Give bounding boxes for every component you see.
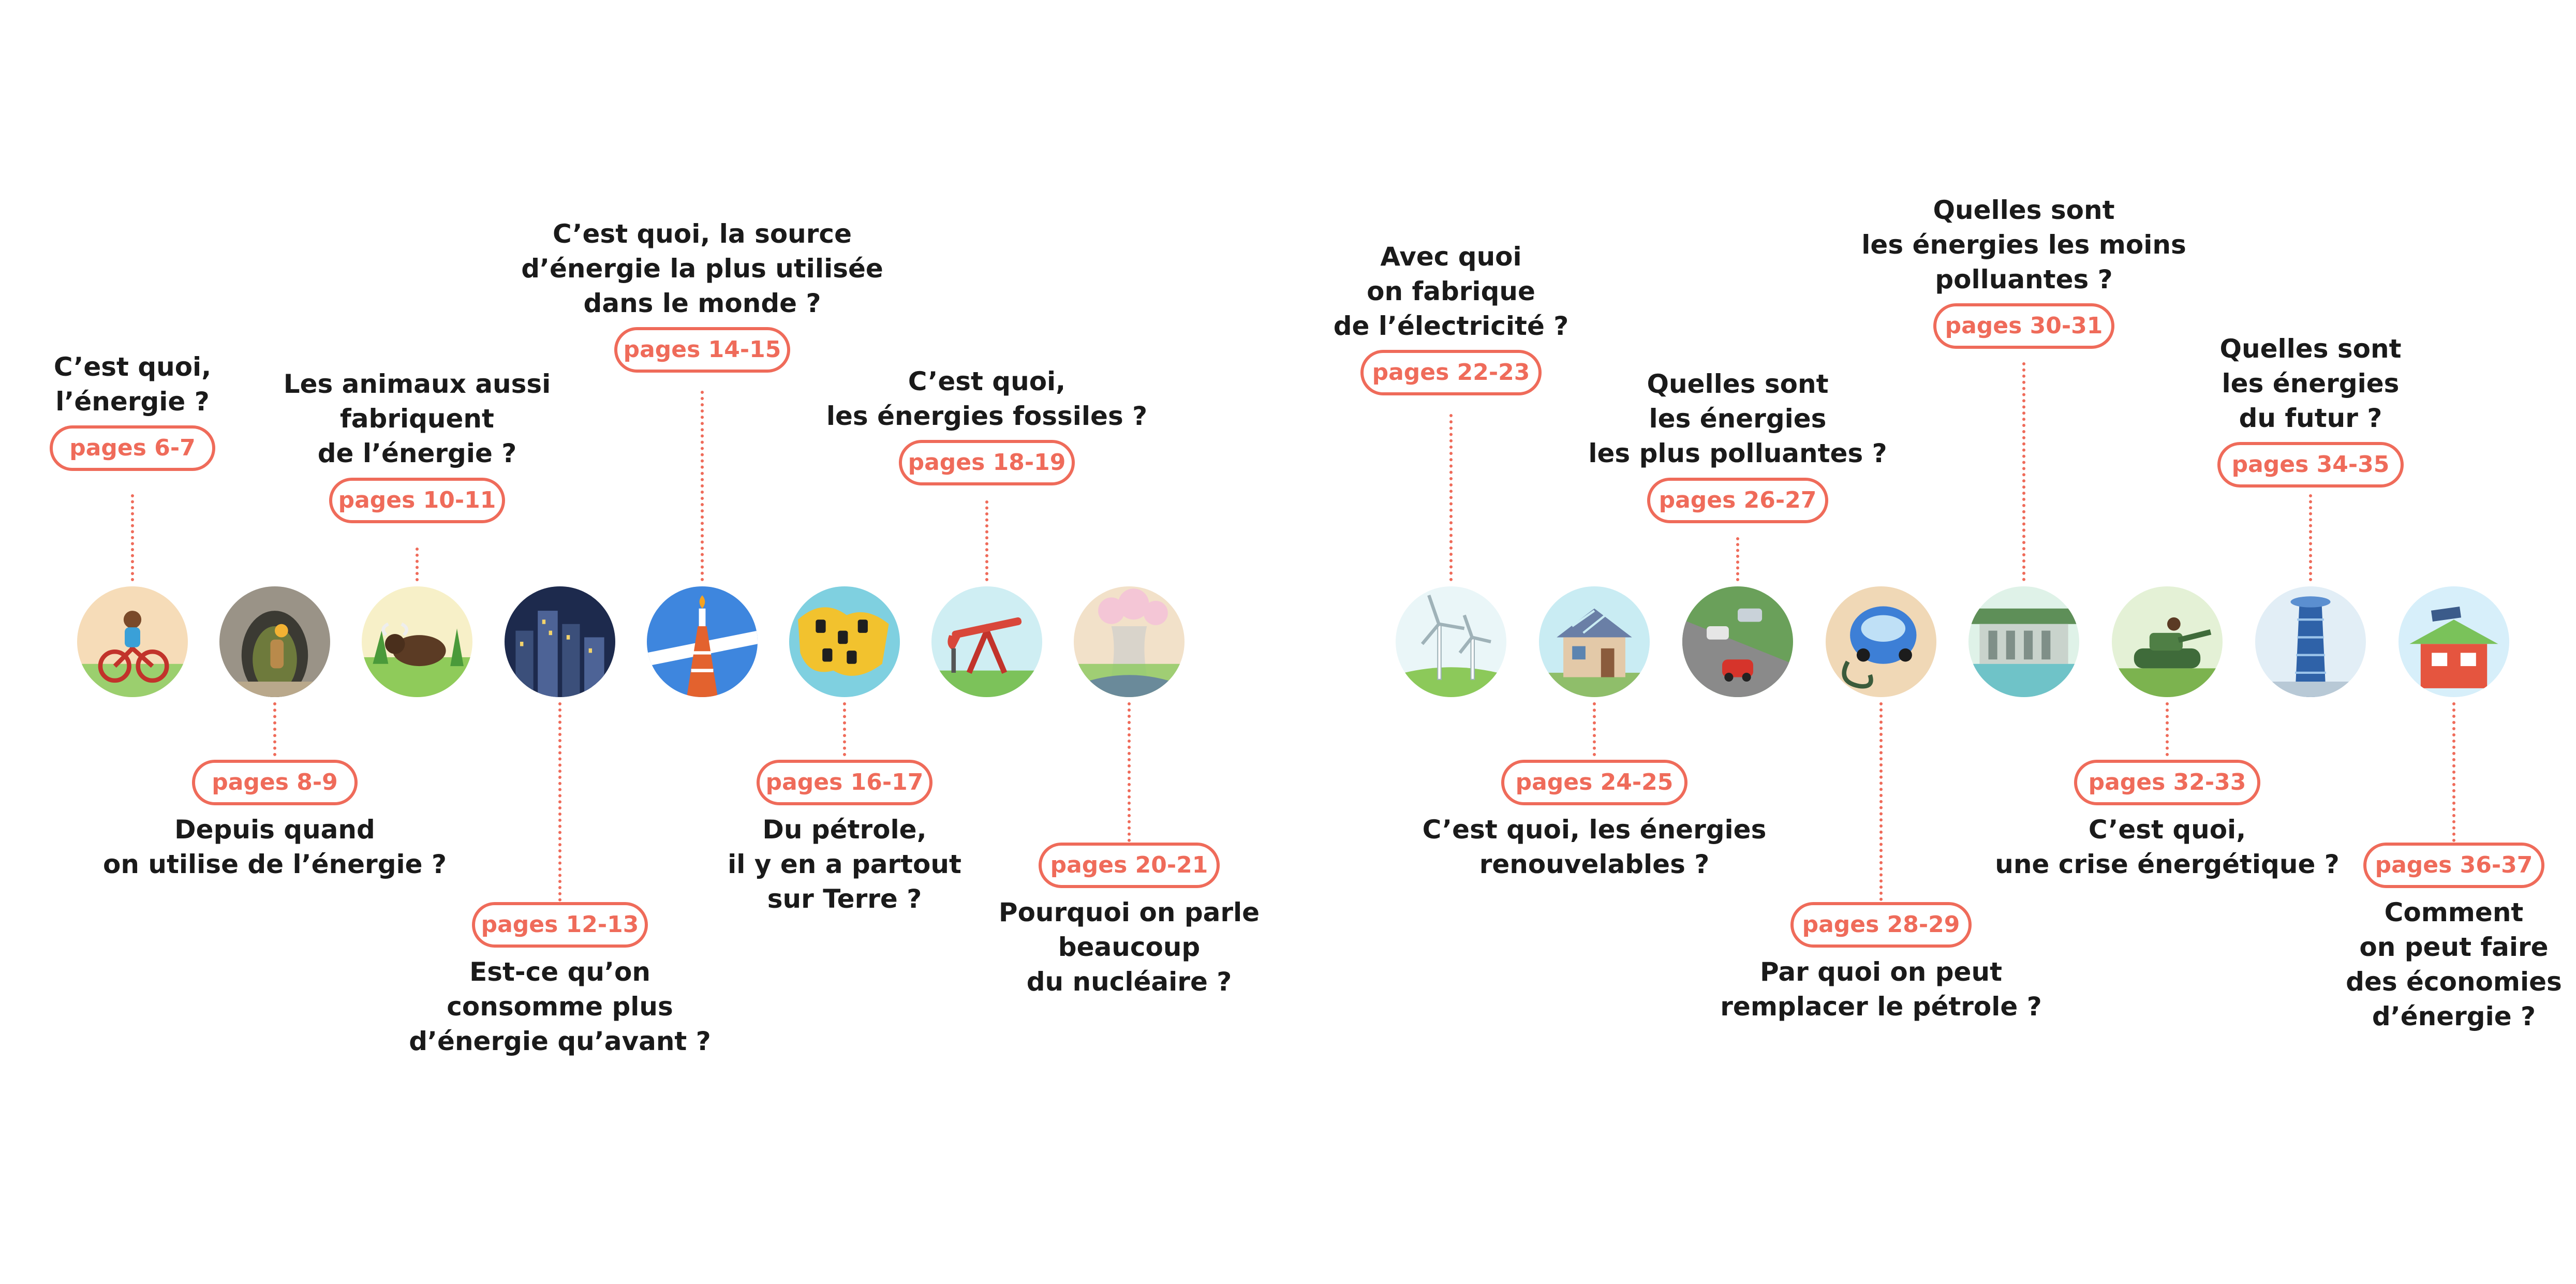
wind-turbines-icon	[1396, 586, 1506, 697]
connector	[1593, 702, 1596, 756]
connector	[1449, 414, 1453, 581]
child-on-bicycle-icon	[77, 586, 188, 697]
connector	[2022, 362, 2025, 581]
connector	[2452, 702, 2455, 842]
electric-car-plug-icon	[1826, 586, 1936, 697]
connector	[701, 391, 704, 581]
page-link-6-7[interactable]: pages 6-7	[50, 425, 215, 471]
futuristic-tower-icon	[2255, 586, 2366, 697]
connector	[1736, 537, 1739, 581]
ox-in-field-icon	[362, 586, 472, 697]
connector	[131, 494, 134, 581]
question-32-33: C’est quoi,une crise énergétique ?	[1995, 815, 2340, 879]
solar-panel-house-icon	[1539, 586, 1650, 697]
connector	[2166, 702, 2169, 756]
connector	[1128, 702, 1131, 842]
green-roof-house-icon	[2399, 586, 2509, 697]
page-link-12-13[interactable]: pages 12-13	[472, 902, 648, 948]
page-link-32-33[interactable]: pages 32-33	[2074, 760, 2260, 805]
oil-pump-jack-icon	[931, 586, 1042, 697]
oil-derrick-icon	[647, 586, 758, 697]
page-link-24-25[interactable]: pages 24-25	[1501, 760, 1687, 805]
page-link-20-21[interactable]: pages 20-21	[1039, 843, 1220, 888]
hydroelectric-dam-icon	[1968, 586, 2079, 697]
caveman-with-torch-icon	[219, 586, 330, 697]
page-link-26-27[interactable]: pages 26-27	[1647, 478, 1828, 523]
oil-barrels-world-map-icon	[789, 586, 900, 697]
connector	[2309, 494, 2312, 581]
page-link-14-15[interactable]: pages 14-15	[614, 327, 790, 373]
question-6-7: C’est quoi,l’énergie ?	[53, 352, 212, 417]
question-18-19: C’est quoi,les énergies fossiles ?	[826, 366, 1148, 431]
connector	[1879, 702, 1883, 901]
connector	[273, 702, 276, 756]
connector	[558, 702, 561, 902]
page-link-8-9[interactable]: pages 8-9	[192, 760, 358, 805]
cars-in-traffic-icon	[1682, 586, 1793, 697]
military-tank-icon	[2112, 586, 2223, 697]
page-link-34-35[interactable]: pages 34-35	[2217, 442, 2404, 488]
page-link-10-11[interactable]: pages 10-11	[329, 478, 505, 523]
page-link-22-23[interactable]: pages 22-23	[1360, 350, 1542, 395]
connector	[985, 500, 988, 581]
connector	[416, 548, 419, 581]
page-link-30-31[interactable]: pages 30-31	[1933, 303, 2114, 349]
connector	[843, 702, 846, 756]
page-link-28-29[interactable]: pages 28-29	[1790, 902, 1972, 948]
nuclear-cooling-tower-icon	[1074, 586, 1185, 697]
page-link-16-17[interactable]: pages 16-17	[757, 760, 932, 805]
page-link-36-37[interactable]: pages 36-37	[2363, 843, 2544, 888]
city-skyscrapers-icon	[505, 586, 615, 697]
page-link-18-19[interactable]: pages 18-19	[899, 440, 1075, 485]
